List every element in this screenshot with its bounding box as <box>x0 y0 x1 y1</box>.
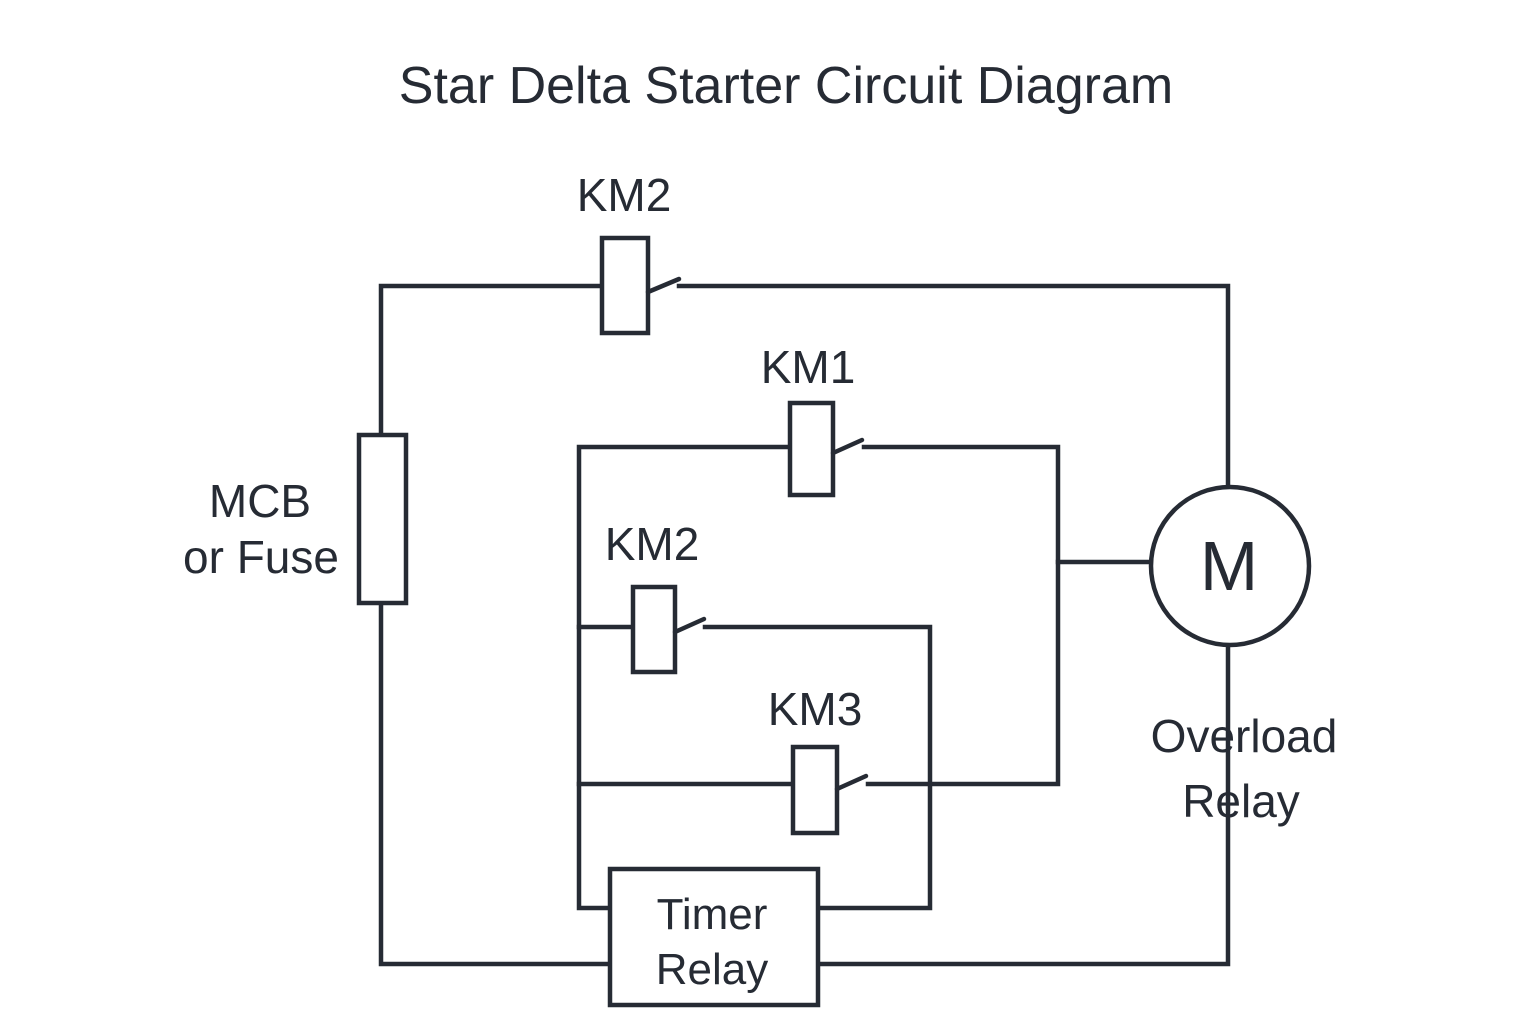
contactor-km2-star-coil <box>630 584 678 675</box>
wire-inner-left-bus <box>576 444 793 911</box>
contactor-km3-coil <box>790 744 840 836</box>
mcb-fuse-label-line2: or Fuse <box>183 531 339 583</box>
timer-relay: Timer Relay <box>607 866 821 1008</box>
overload-relay-label-line2: Relay <box>1182 775 1300 827</box>
contactor-km3: KM3 <box>768 683 869 836</box>
overload-relay: Overload Relay <box>1151 710 1338 827</box>
timer-relay-label-line1: Timer <box>657 890 768 939</box>
motor-symbol <box>1148 484 1312 648</box>
timer-relay-box <box>607 866 821 1008</box>
contactor-km1: KM1 <box>761 341 865 498</box>
mcb-fuse: MCB or Fuse <box>183 432 409 606</box>
contactor-km2-star: KM2 <box>605 518 707 675</box>
mcb-fuse-label-line1: MCB <box>209 475 311 527</box>
contactor-km1-label: KM1 <box>761 341 856 393</box>
contactor-km2-star-label: KM2 <box>605 518 700 570</box>
wire-top-right <box>676 283 1231 490</box>
mcb-fuse-symbol <box>356 432 409 606</box>
contactor-km2-star-blade <box>672 616 707 635</box>
contactor-km3-blade <box>834 773 869 792</box>
page-title: Star Delta Starter Circuit Diagram <box>399 57 1173 115</box>
contactor-km2-main-coil <box>599 235 651 336</box>
wire-km2-star-to-timer <box>702 624 933 911</box>
wire-km1-to-km3 <box>861 444 1061 787</box>
contactor-km2-main: KM2 <box>577 169 682 336</box>
motor: M <box>1148 484 1312 648</box>
contactor-km2-main-label: KM2 <box>577 169 672 221</box>
motor-label: M <box>1200 527 1258 605</box>
overload-relay-label-line1: Overload <box>1151 710 1338 762</box>
timer-relay-label-line2: Relay <box>656 945 769 994</box>
contactor-km2-main-blade <box>645 276 682 295</box>
contactor-km1-blade <box>830 437 865 456</box>
contactor-km1-coil <box>787 400 836 498</box>
wire-top-left <box>378 283 605 440</box>
contactor-km3-label: KM3 <box>768 683 863 735</box>
